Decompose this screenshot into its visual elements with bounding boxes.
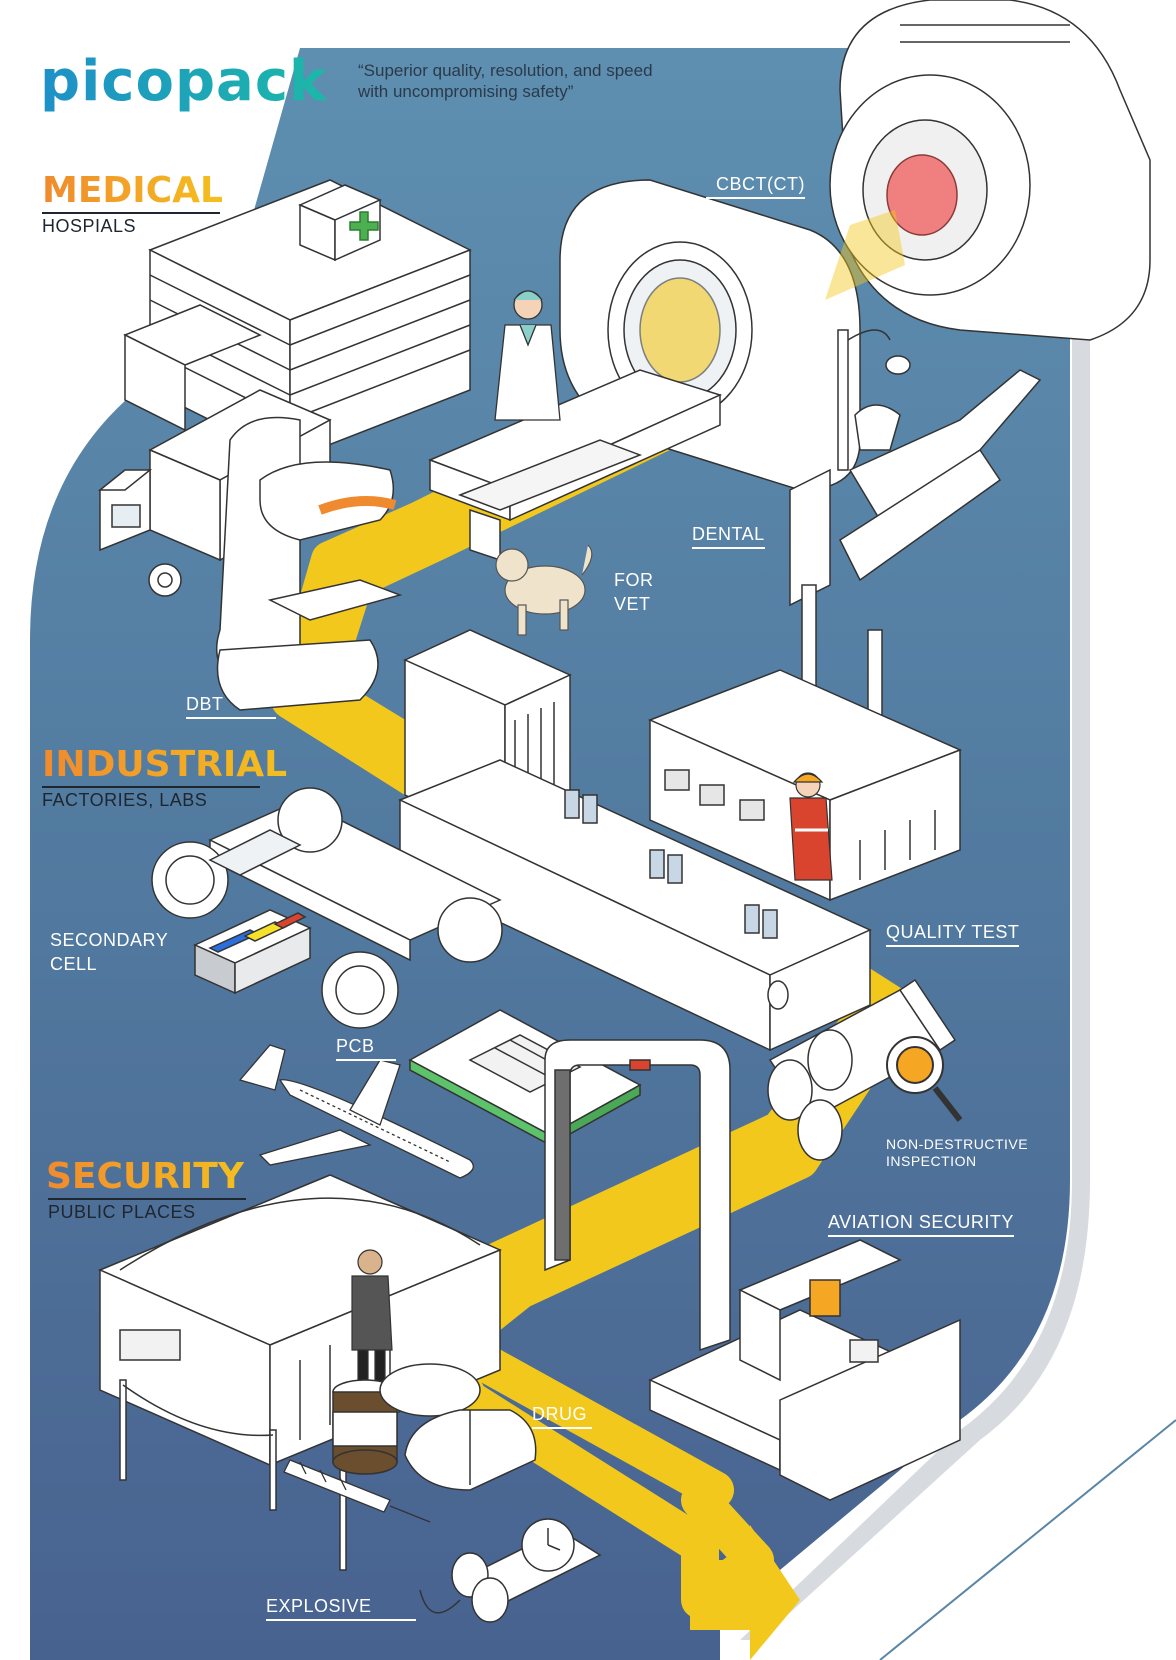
detector-icon bbox=[825, 0, 1151, 341]
tagline: “Superior quality, resolution, and speed… bbox=[358, 61, 653, 101]
security-guard-icon bbox=[351, 1249, 393, 1383]
label-drug: DRUG bbox=[532, 1402, 592, 1429]
xray-desk-icon bbox=[648, 1239, 961, 1501]
mammography-icon bbox=[215, 416, 403, 711]
ev-chassis-icon bbox=[151, 787, 503, 1029]
dental-chair-icon bbox=[789, 329, 1042, 607]
section-subtitle-medical: HOSPIALS bbox=[42, 212, 220, 237]
security-gate-icon bbox=[544, 1039, 731, 1352]
pill-bottle-icon bbox=[332, 1379, 398, 1475]
section-title-medical: MEDICAL bbox=[42, 170, 223, 211]
dynamite-icon bbox=[419, 1518, 602, 1623]
section-subtitle-security: PUBLIC PLACES bbox=[48, 1198, 246, 1223]
factory-icon bbox=[648, 584, 962, 902]
label-dbt: DBT bbox=[186, 692, 276, 719]
section-title-industrial: INDUSTRIAL bbox=[42, 744, 288, 785]
dog-icon bbox=[495, 544, 593, 636]
doctor-icon bbox=[494, 290, 561, 421]
label-dental: DENTAL bbox=[692, 522, 765, 549]
syringe-icon bbox=[283, 1459, 431, 1523]
label-cbct: CBCT(CT) bbox=[706, 172, 805, 199]
magnifier-icon bbox=[886, 1036, 963, 1122]
section-title-security: SECURITY bbox=[46, 1156, 244, 1197]
section-subtitle-industrial: FACTORIES, LABS bbox=[42, 786, 260, 811]
label-pcb: PCB bbox=[336, 1034, 396, 1061]
stanchions bbox=[119, 1379, 347, 1571]
floor-line bbox=[879, 1419, 1176, 1660]
label-explosive: EXPLOSIVE bbox=[266, 1594, 416, 1621]
battery-icon bbox=[193, 909, 312, 995]
label-quality-test: QUALITY TEST bbox=[886, 920, 1020, 947]
conveyor-icon bbox=[398, 629, 872, 1052]
logo: picopack bbox=[40, 49, 328, 114]
arrow-head bbox=[690, 1525, 800, 1660]
airplane-icon bbox=[238, 1044, 474, 1179]
pipes-icon bbox=[767, 978, 957, 1161]
worker-icon bbox=[789, 772, 833, 881]
capsule-icon bbox=[379, 1363, 537, 1491]
label-aviation-security: AVIATION SECURITY bbox=[828, 1210, 1014, 1237]
ct-scanner-icon bbox=[427, 179, 861, 562]
